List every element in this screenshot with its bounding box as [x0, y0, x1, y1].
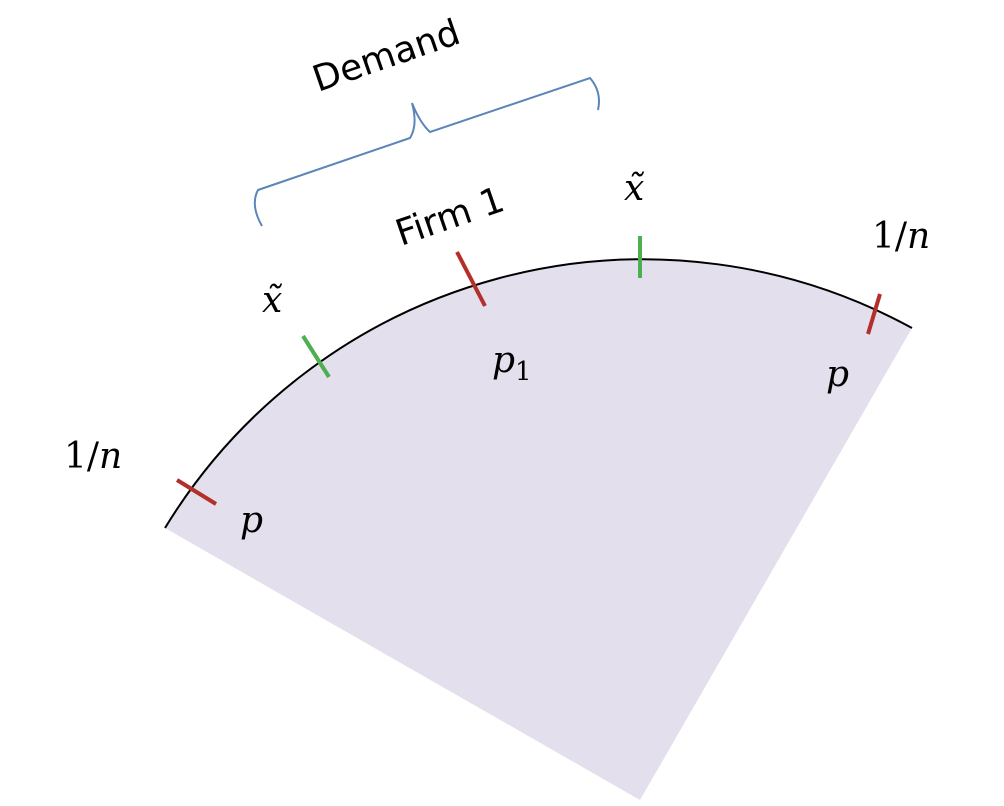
firm1-tick — [455, 251, 487, 307]
firm1-label: Firm 1 — [391, 179, 510, 254]
left-one-over-n-label: 1/n — [64, 436, 122, 477]
demand-label: Demand — [308, 12, 466, 100]
right-x-tilde-label: x̃ — [624, 168, 644, 209]
right-price-label: p — [826, 354, 849, 395]
demand-brace — [253, 76, 600, 227]
market-sector — [165, 259, 912, 801]
left-price-label: p — [240, 500, 263, 541]
right-one-over-n-label: 1/n — [872, 216, 930, 257]
market-arc — [164, 258, 913, 529]
left-x-tilde-label: x̃ — [262, 280, 282, 321]
left-indifferent-consumer-tick — [301, 334, 331, 379]
right-neighbor-firm-tick — [866, 293, 882, 335]
firm1-price-label: p1 — [492, 340, 532, 387]
left-neighbor-firm-tick — [175, 478, 218, 506]
